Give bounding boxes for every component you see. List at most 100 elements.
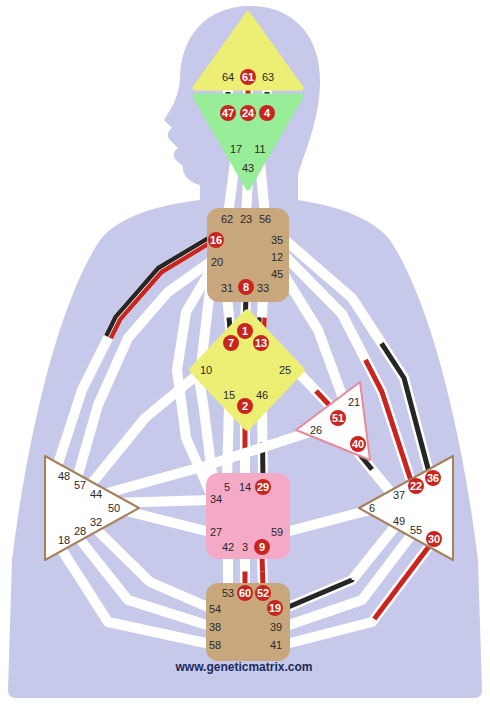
active-gate-number: 2 [237,398,253,414]
gate-number: 11 [254,143,265,155]
channel-band [286,524,397,608]
gate-number: 55 [410,524,422,536]
active-gate-number: 36 [425,470,441,486]
active-gate-number: 60 [237,585,253,601]
active-gate-number: 52 [255,585,271,601]
channel [286,545,430,644]
gate-number: 48 [58,470,70,482]
active-gate-number: 16 [208,232,224,248]
gate-number: 20 [211,256,223,268]
channel [286,510,370,532]
body-outline [8,6,482,698]
channel [227,405,229,480]
gate-number: 49 [393,515,405,527]
channel-band [298,372,334,410]
channel-band [95,528,210,608]
activation-strip [374,545,430,619]
gate-number: 54 [209,603,221,615]
gate-number: 62 [221,213,233,225]
gate-number: 3 [242,541,248,553]
active-gate-number: 1 [237,323,253,339]
active-gate-number: 30 [426,531,442,547]
active-gate-number: 4 [259,105,275,121]
channel-band [228,162,235,215]
center-fill [45,456,139,560]
gate-number: 56 [259,213,271,225]
active-gate-number: 24 [240,105,256,121]
gate-number: 39 [270,621,282,633]
active-gate-number: 40 [350,436,366,452]
gate-number: 28 [74,525,86,537]
gate-number: 23 [240,213,252,225]
center-fill [207,208,289,302]
gate-number: 45 [271,268,283,280]
gate-number: 59 [271,526,283,538]
gate-number: 53 [222,587,234,599]
gate-number: 50 [108,502,120,514]
center-fill [206,473,290,559]
center-shape: 362237 6 49 55 30 [356,453,456,563]
center-fill [296,382,370,460]
gate-number: 58 [209,639,221,651]
active-gate-number: 19 [267,600,283,616]
gate-number: 26 [310,424,322,436]
center-fill [206,583,290,661]
gate-number: 38 [209,621,221,633]
gate-number: 33 [257,282,269,294]
center-fill [359,456,453,560]
active-gate-number: 9 [254,539,270,555]
gate-number: 21 [348,396,360,408]
gate-number: 43 [242,162,254,174]
active-gate-number: 13 [253,335,269,351]
center-shape: 64 61 63 [193,12,303,92]
channel [95,528,210,608]
gate-number: 37 [393,489,405,501]
channel [286,524,397,608]
channel-band [286,534,412,626]
gate-number: 14 [239,481,251,493]
center-shape: 62 23 56 16 35 20 12 45 31 833 [206,207,290,303]
gate-number: 31 [221,282,233,294]
channel [60,547,210,644]
gate-number: 12 [271,251,283,263]
watermark: www.geneticmatrix.com [176,660,313,674]
center-fill [195,14,301,88]
center-fill [193,313,301,427]
gate-number: 63 [262,71,274,83]
active-gate-number: 29 [255,479,271,495]
center-shape: 48574450322818 [42,453,142,563]
active-gate-number: 47 [220,105,236,121]
center-shape: 47244 17 1143 [193,94,303,190]
gate-number: 27 [210,526,222,538]
active-gate-number: 61 [240,69,256,85]
gate-number: 44 [90,488,102,500]
center-shape: 2151 26 40 [294,380,374,464]
center-shape: 1713102515462 [190,310,304,430]
gate-number: 5 [224,481,230,493]
gate-number: 6 [369,502,375,514]
channel [286,534,412,626]
gate-number: 35 [271,234,283,246]
center-shape: 536052541938395841 [205,582,291,662]
channel-band [122,510,210,532]
channel-band [286,510,370,532]
gate-number: 25 [279,364,291,376]
gate-number: 17 [230,143,242,155]
active-gate-number: 51 [330,410,346,426]
gate-number: 57 [74,479,86,491]
center-outline [42,453,142,563]
channel-band [286,545,430,644]
channel-band [227,405,229,480]
center-fill [195,96,301,188]
gate-number: 46 [256,389,268,401]
gate-number: 34 [210,493,222,505]
channel [122,510,210,532]
gate-number: 64 [222,71,234,83]
activation-strip [106,238,209,336]
active-gate-number: 22 [408,478,424,494]
gate-number: 42 [222,541,234,553]
gate-number: 18 [58,534,70,546]
channel [298,372,334,410]
active-gate-number: 8 [238,279,254,295]
